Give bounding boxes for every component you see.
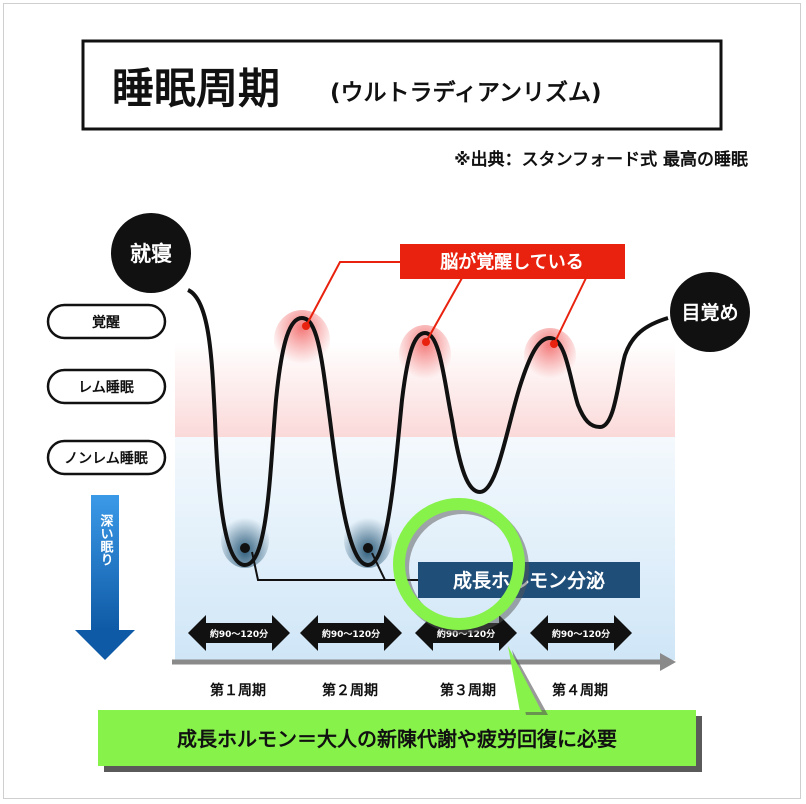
state-label-nonrem: ノンレム睡眠 [46, 439, 167, 476]
sleep-start-badge [111, 213, 191, 293]
peak-glow [524, 328, 576, 384]
svg-text:覚醒: 覚醒 [92, 314, 120, 331]
title-sub: (ウルトラディアンリズム) [330, 79, 602, 106]
time-axis [172, 653, 676, 671]
cycle-period-label: 第４周期 [552, 682, 608, 699]
title-main: 睡眠周期 [112, 64, 280, 113]
state-label-awake: 覚醒 [46, 303, 167, 340]
peak-marker [550, 340, 558, 348]
wake-up-badge [670, 272, 750, 352]
peak-glow [274, 310, 330, 370]
summary-banner: 成長ホルモン＝大人の新陳代謝や疲労回復に必要 [98, 710, 702, 772]
deep-sleep-arrow: 深い眠り [75, 495, 135, 660]
cycle-duration-arrow: 約90〜120分 [300, 615, 402, 651]
awake-pointer [305, 261, 400, 327]
awake-callout-label: 脳が覚醒している [440, 251, 583, 273]
awake-pointer [425, 277, 463, 343]
wake-up-label: 目覚め [681, 301, 738, 324]
image-border [3, 3, 801, 799]
peak-marker [302, 322, 310, 330]
title-box: 睡眠周期 (ウルトラディアンリズム) [81, 39, 723, 131]
cycle-period-label: 第１周期 [210, 682, 266, 699]
hormone-connector [251, 551, 420, 581]
summary-banner-text: 成長ホルモン＝大人の新陳代謝や疲労回復に必要 [177, 727, 617, 751]
hormone-connector [371, 552, 386, 581]
cycle-duration-label: 約90〜120分 [322, 628, 380, 640]
growth-hormone-label: 成長ホルモン分泌 [453, 569, 605, 592]
sleep-depth-curve [186, 288, 669, 568]
state-label-rem: レム睡眠 [46, 368, 167, 405]
cycle-period-label: 第３周期 [440, 682, 496, 699]
svg-text:ノンレム睡眠: ノンレム睡眠 [64, 451, 148, 467]
svg-text:レム睡眠: レム睡眠 [78, 380, 134, 396]
trough-marker [363, 543, 373, 553]
deep-sleep-label: 深い眠り [98, 513, 114, 566]
cycle-duration-label: 約90〜120分 [210, 628, 268, 640]
cycle-duration-label: 約90〜120分 [552, 628, 610, 640]
peak-marker [422, 338, 430, 346]
trough-marker [240, 543, 250, 553]
awake-pointer [553, 277, 587, 345]
cycle-duration-arrow: 約90〜120分 [530, 615, 632, 651]
cycle-period-label: 第２周期 [322, 682, 378, 699]
cycle-duration-arrow: 約90〜120分 [188, 615, 290, 651]
source-note: ※出典：スタンフォード式 最高の睡眠 [454, 149, 748, 170]
awake-callout-box [400, 244, 625, 279]
sleep-start-label: 就寝 [130, 242, 172, 266]
highlight-circle [393, 498, 548, 715]
peak-glow [399, 325, 451, 385]
